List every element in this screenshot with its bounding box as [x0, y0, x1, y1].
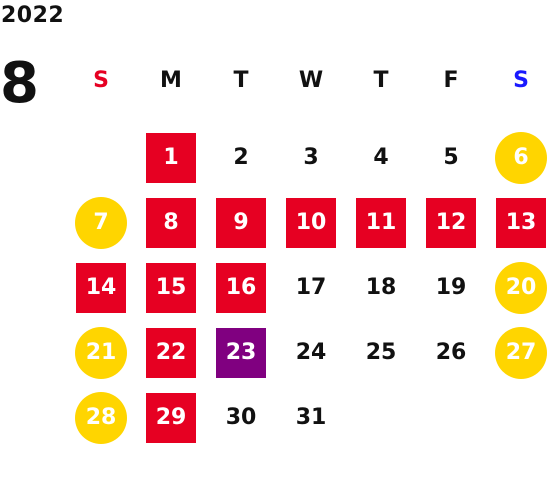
weekday-header: T	[373, 68, 389, 93]
today-day-number: 23	[216, 327, 266, 378]
day-cell[interactable]: 11	[346, 190, 416, 255]
day-cell[interactable]: 6	[486, 125, 548, 190]
weekend-day-number: 6	[495, 131, 547, 184]
calendar-month: 8	[0, 51, 39, 116]
weekday-header: W	[298, 68, 324, 93]
weekend-day-number: 7	[75, 196, 127, 249]
day-cell[interactable]: 19	[416, 255, 486, 320]
weekday-header: M	[160, 68, 182, 93]
holiday-day-number: 13	[496, 197, 546, 248]
day-number: 5	[443, 145, 459, 170]
day-number: 17	[295, 275, 327, 300]
day-cell[interactable]: 1	[136, 125, 206, 190]
weekend-day-number: 21	[75, 326, 127, 379]
holiday-day-number: 11	[356, 197, 406, 248]
day-cell[interactable]: 5	[416, 125, 486, 190]
day-number: 2	[233, 145, 249, 170]
day-cell[interactable]: 24	[276, 320, 346, 385]
day-cell[interactable]: 12	[416, 190, 486, 255]
day-cell[interactable]: 27	[486, 320, 548, 385]
day-cell[interactable]: 2	[206, 125, 276, 190]
day-cell[interactable]: 16	[206, 255, 276, 320]
day-cell[interactable]: 7	[66, 190, 136, 255]
holiday-day-number: 12	[426, 197, 476, 248]
day-cell[interactable]: 21	[66, 320, 136, 385]
holiday-day-number: 16	[216, 262, 266, 313]
day-cell[interactable]: 26	[416, 320, 486, 385]
day-cell[interactable]: 23	[206, 320, 276, 385]
day-number: 26	[435, 340, 467, 365]
day-cell[interactable]: 10	[276, 190, 346, 255]
weekday-header: S	[93, 68, 109, 93]
calendar-year: 2022	[1, 3, 65, 28]
empty-cell	[66, 125, 136, 190]
day-number: 31	[295, 405, 327, 430]
day-cell[interactable]: 9	[206, 190, 276, 255]
day-number: 24	[295, 340, 327, 365]
day-number: 4	[373, 145, 389, 170]
day-cell[interactable]: 29	[136, 385, 206, 450]
holiday-day-number: 22	[146, 327, 196, 378]
holiday-day-number: 8	[146, 197, 196, 248]
day-number: 30	[225, 405, 257, 430]
day-cell[interactable]: 18	[346, 255, 416, 320]
day-cell[interactable]: 8	[136, 190, 206, 255]
day-cell[interactable]: 3	[276, 125, 346, 190]
holiday-day-number: 1	[146, 132, 196, 183]
day-cell[interactable]: 13	[486, 190, 548, 255]
weekday-header: T	[233, 68, 249, 93]
weekday-header: F	[443, 68, 459, 93]
holiday-day-number: 15	[146, 262, 196, 313]
day-cell[interactable]: 22	[136, 320, 206, 385]
holiday-day-number: 9	[216, 197, 266, 248]
day-cell[interactable]: 20	[486, 255, 548, 320]
day-cell[interactable]: 4	[346, 125, 416, 190]
holiday-day-number: 10	[286, 197, 336, 248]
day-number: 18	[365, 275, 397, 300]
day-number: 3	[303, 145, 319, 170]
day-cell[interactable]: 14	[66, 255, 136, 320]
day-cell[interactable]: 15	[136, 255, 206, 320]
weekend-day-number: 20	[495, 261, 547, 314]
day-cell[interactable]: 25	[346, 320, 416, 385]
weekday-header: S	[513, 68, 529, 93]
weekend-day-number: 27	[495, 326, 547, 379]
weekend-day-number: 28	[75, 391, 127, 444]
day-number: 19	[435, 275, 467, 300]
holiday-day-number: 14	[76, 262, 126, 313]
day-cell[interactable]: 31	[276, 385, 346, 450]
day-cell[interactable]: 30	[206, 385, 276, 450]
day-number: 25	[365, 340, 397, 365]
holiday-day-number: 29	[146, 392, 196, 443]
day-cell[interactable]: 28	[66, 385, 136, 450]
day-cell[interactable]: 17	[276, 255, 346, 320]
